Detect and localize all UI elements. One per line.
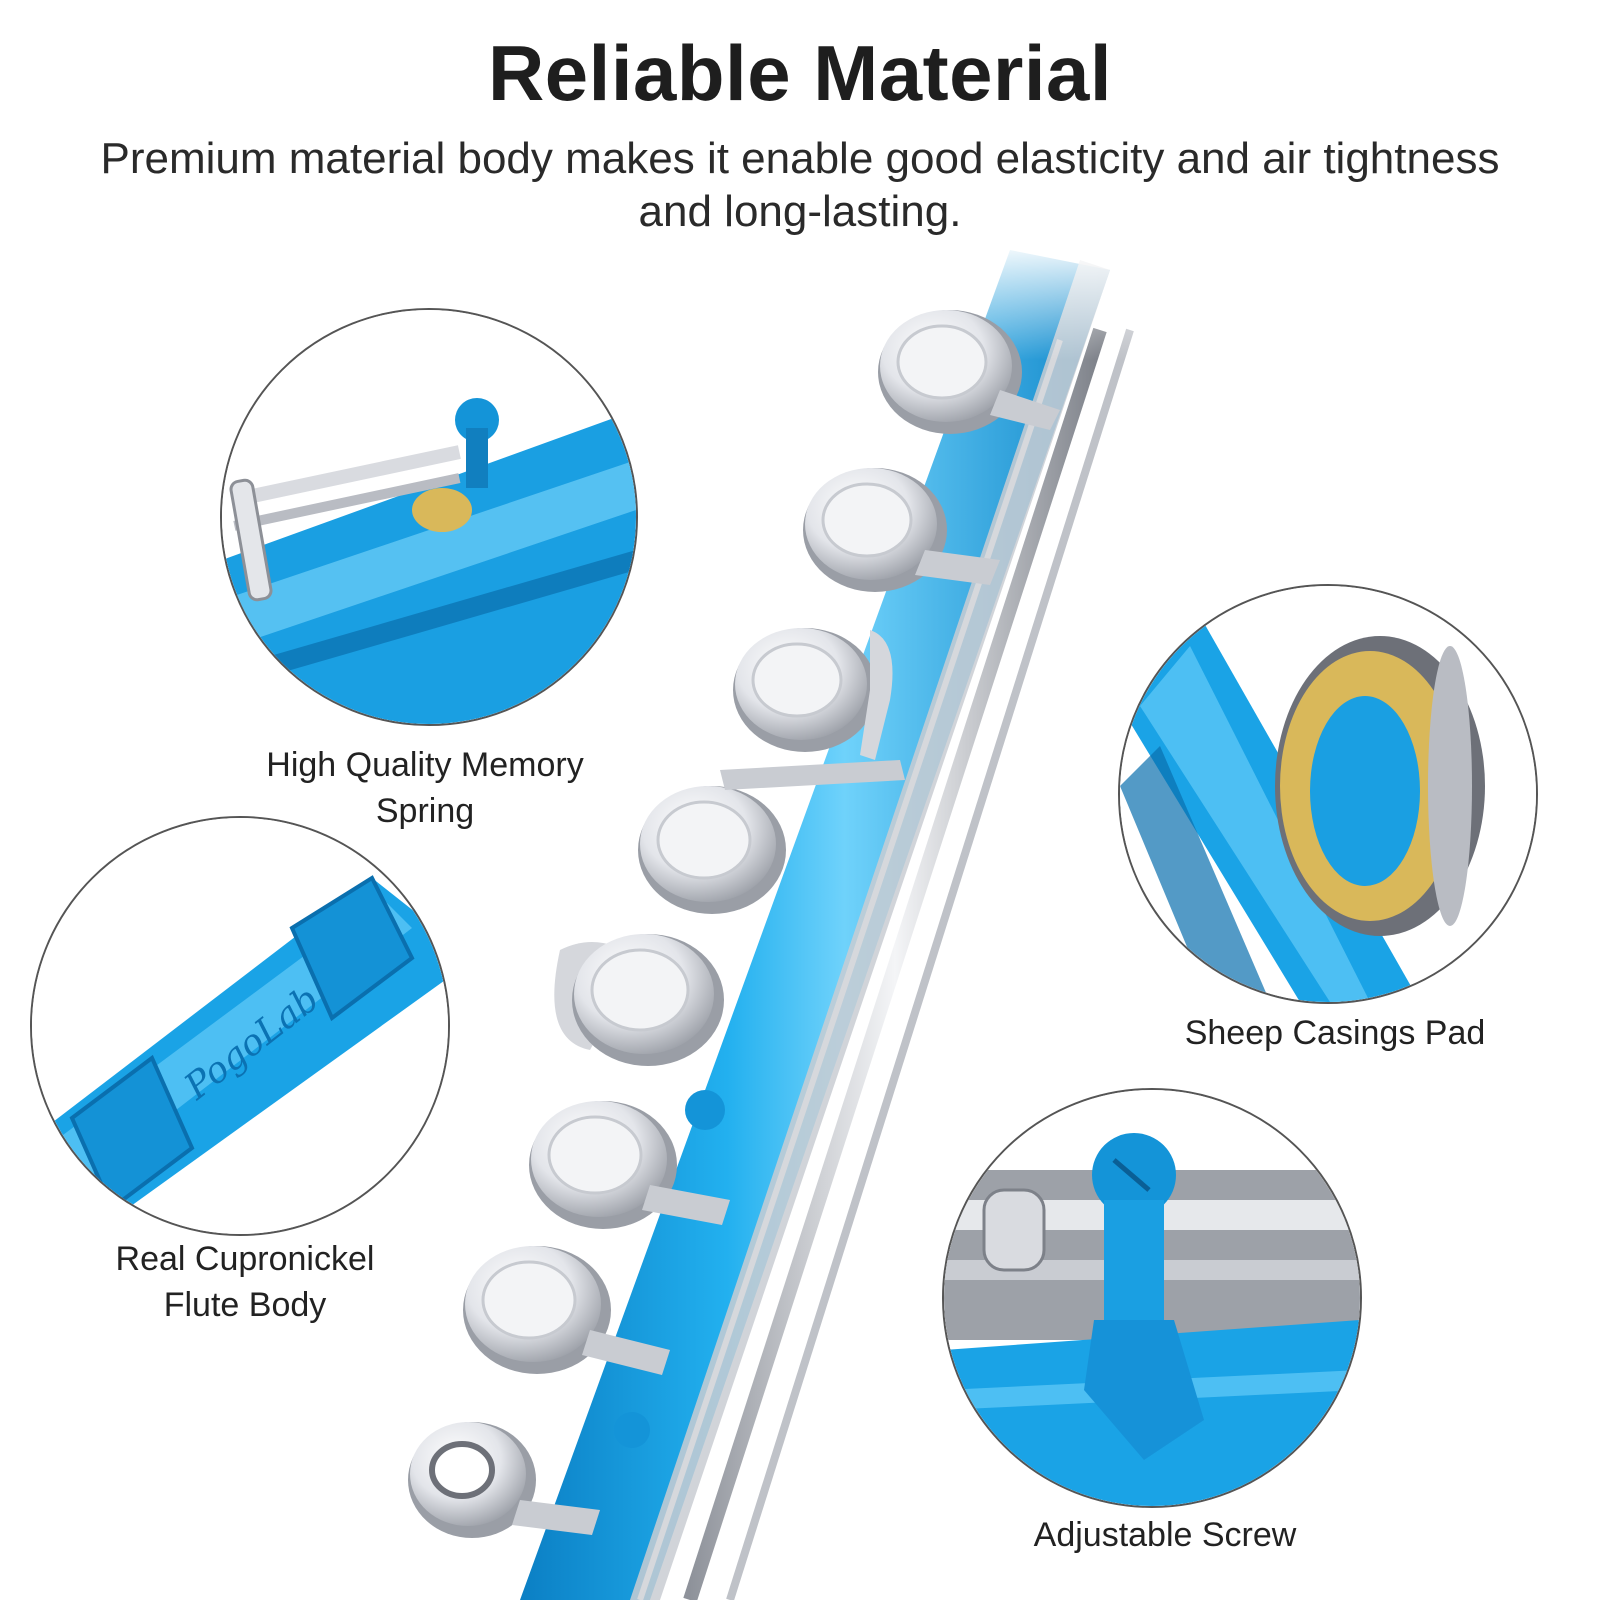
adjustable-screw-detail-image — [944, 1090, 1360, 1506]
detail-circle-sheep-casings-pad — [1118, 584, 1538, 1004]
flute-key — [529, 1101, 730, 1229]
flute-keys — [408, 310, 1060, 1538]
feature-label-sheep-casings-pad: Sheep Casings Pad — [1184, 1014, 1486, 1052]
feature-label-cupronickel-body: Real Cupronickel Flute Body — [115, 1240, 375, 1324]
detail-circle-cupronickel-body: PogoLab — [30, 816, 450, 1236]
sheep-casings-pad-detail-image — [1120, 586, 1536, 1002]
flute-key — [803, 468, 1000, 592]
feature-label-adjustable-screw: Adjustable Screw — [1033, 1516, 1297, 1554]
page-title: Reliable Material — [487, 29, 1113, 117]
flute-key — [408, 1422, 600, 1538]
feature-label-memory-spring: High Quality Memory Spring — [266, 746, 584, 830]
cupronickel-body-detail-image: PogoLab — [32, 818, 448, 1234]
detail-circle-memory-spring — [220, 308, 638, 726]
flute-key — [733, 628, 893, 760]
flute-key — [554, 934, 724, 1066]
page-subtitle: Premium material body makes it enable go… — [100, 134, 1500, 236]
key-rods — [637, 327, 1134, 1600]
detail-circle-adjustable-screw — [942, 1088, 1362, 1508]
flute-key — [463, 1246, 670, 1375]
flute-key — [878, 310, 1060, 434]
flute-key — [638, 760, 905, 914]
memory-spring-detail-image — [222, 310, 636, 724]
